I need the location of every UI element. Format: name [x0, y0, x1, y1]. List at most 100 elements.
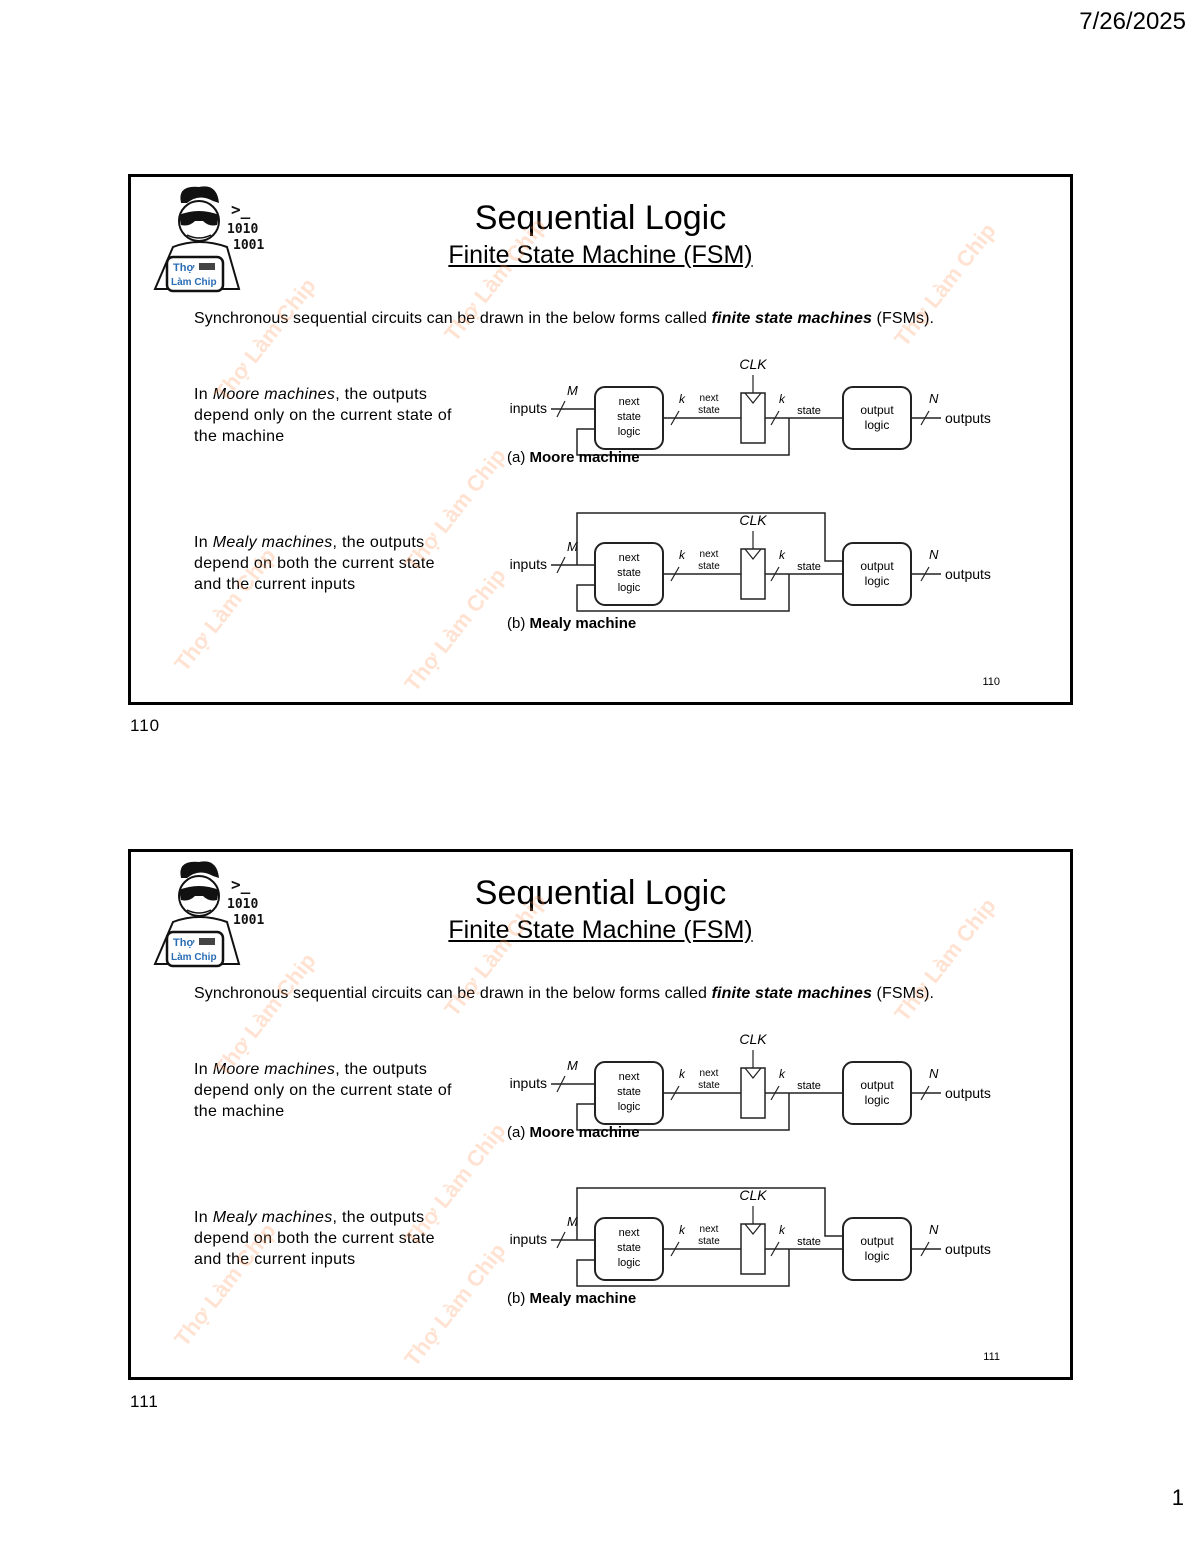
block-label: output [860, 559, 894, 573]
feedback-wire [576, 574, 790, 612]
block-label: output [860, 403, 894, 417]
moore-caption: (a) Moore machine [507, 1124, 640, 1141]
input-bypass-wire [576, 1187, 843, 1240]
bus-slash [770, 566, 780, 582]
block-label: state [617, 1242, 641, 1254]
svg-text:Thợ: Thợ [173, 262, 194, 274]
block-label: output [860, 1234, 894, 1248]
block-label: logic [618, 426, 641, 438]
state-register [740, 392, 766, 444]
state-register [740, 548, 766, 600]
logo-chip-maker-icon: Thợ Làm Chip >_ 1010 1001 [153, 861, 264, 968]
n-label: N [929, 391, 939, 406]
inputs-label: inputs [510, 1075, 547, 1091]
block-label: next [619, 1071, 640, 1083]
block-label: state [617, 1086, 641, 1098]
mealy-caption: (b) Mealy machine [507, 1290, 637, 1307]
next-state-label: state [698, 405, 720, 416]
slide-title: Sequential Logic [474, 199, 727, 237]
bus-slash [920, 1085, 930, 1101]
next-state-label: state [698, 1236, 720, 1247]
next-state-label: state [698, 561, 720, 572]
inputs-label: inputs [510, 556, 547, 572]
slide-subtitle: Finite State Machine (FSM) [448, 241, 753, 269]
block-label: logic [865, 1249, 890, 1263]
svg-text:Làm Chip: Làm Chip [171, 952, 217, 963]
outputs-label: outputs [945, 1241, 991, 1257]
block-label: next [619, 1227, 640, 1239]
state-register [740, 1067, 766, 1119]
m-label: M [567, 383, 578, 398]
k-label: k [679, 392, 686, 406]
k-label: k [679, 1223, 686, 1237]
next-state-label: state [698, 1080, 720, 1091]
block-label: logic [618, 582, 641, 594]
m-label: M [567, 1214, 578, 1229]
bus-slash [556, 400, 566, 418]
state-label: state [797, 561, 821, 573]
bus-slash [920, 1241, 930, 1257]
m-label: M [567, 1058, 578, 1073]
clock-edge-icon [744, 1067, 762, 1079]
bus-slash [556, 1231, 566, 1249]
block-label: logic [865, 418, 890, 432]
input-bypass-wire [576, 512, 843, 565]
slide-subtitle: Finite State Machine (FSM) [448, 916, 753, 944]
moore-caption: (a) Moore machine [507, 449, 640, 466]
slide-number: 111 [983, 1351, 1000, 1363]
bus-slash [920, 410, 930, 426]
bus-slash [770, 410, 780, 426]
k-label: k [679, 548, 686, 562]
next-state-label: next [700, 1224, 719, 1235]
k-label: k [779, 1067, 786, 1081]
state-label: state [797, 405, 821, 417]
n-label: N [929, 1222, 939, 1237]
inputs-label: inputs [510, 1231, 547, 1247]
outputs-label: outputs [945, 566, 991, 582]
block-label: next [619, 396, 640, 408]
k-label: k [779, 392, 786, 406]
state-label: state [797, 1236, 821, 1248]
moore-description: In Moore machines, the outputs depend on… [194, 1061, 452, 1120]
clock-edge-icon [744, 548, 762, 560]
bus-slash [556, 556, 566, 574]
k-label: k [779, 548, 786, 562]
slide-111: Thợ Làm Chip >_ 1010 1001 Sequential Log… [128, 849, 1073, 1380]
intro-text: Synchronous sequential circuits can be d… [194, 310, 935, 327]
slide-110: Thợ Làm Chip >_ 1010 1001 Sequential Log… [128, 174, 1073, 705]
slide-number: 110 [982, 676, 1000, 688]
moore-description: In Moore machines, the outputs depend on… [194, 386, 452, 445]
svg-text:1001: 1001 [233, 913, 264, 928]
bus-slash [770, 1241, 780, 1257]
bus-slash [670, 410, 680, 426]
page-date: 7/26/2025 [1079, 8, 1186, 35]
outputs-label: outputs [945, 1085, 991, 1101]
block-label: next [619, 552, 640, 564]
bus-slash [670, 1085, 680, 1101]
svg-text:1001: 1001 [233, 238, 264, 253]
state-label: state [797, 1080, 821, 1092]
outputs-label: outputs [945, 410, 991, 426]
block-label: state [617, 567, 641, 579]
clk-label: CLK [739, 1187, 767, 1203]
n-label: N [929, 547, 939, 562]
block-label: logic [618, 1101, 641, 1113]
watermark: Thợ Làm Chip [889, 893, 1001, 1027]
block-label: logic [865, 574, 890, 588]
svg-text:1010: 1010 [227, 222, 258, 237]
clk-label: CLK [739, 1031, 767, 1047]
clock-edge-icon [744, 392, 762, 404]
page-number: 1 [1171, 1485, 1184, 1510]
logo-chip-maker-icon: Thợ Làm Chip >_ 1010 1001 [153, 186, 264, 293]
bus-slash [920, 566, 930, 582]
k-label: k [679, 1067, 686, 1081]
next-state-label: next [700, 393, 719, 404]
bus-slash [670, 1241, 680, 1257]
intro-text: Synchronous sequential circuits can be d… [194, 985, 935, 1002]
next-state-label: next [700, 549, 719, 560]
state-register [740, 1223, 766, 1275]
